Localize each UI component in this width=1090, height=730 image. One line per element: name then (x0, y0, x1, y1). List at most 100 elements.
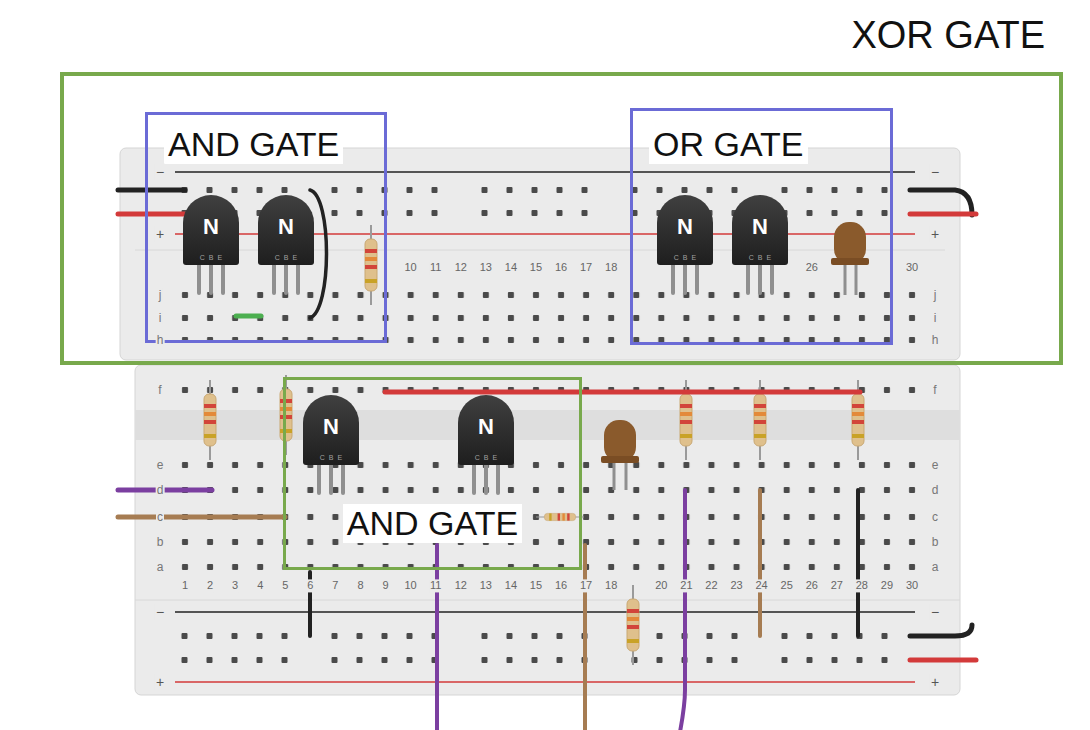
column-number: 9 (381, 579, 389, 592)
column-number: 26 (805, 579, 819, 592)
jumper-wire (758, 490, 762, 636)
breadboard-top (120, 148, 960, 360)
jumper-wire (118, 488, 212, 493)
jumper-wire (236, 314, 261, 319)
column-number: 15 (529, 579, 543, 592)
resistor-symbol (280, 375, 292, 455)
row-letter: e (156, 458, 165, 472)
transistor-legs (748, 263, 772, 293)
row-letter: a (931, 560, 940, 574)
row-letter: d (931, 483, 940, 497)
column-number: 11 (429, 579, 442, 592)
resistor-symbol (365, 225, 377, 305)
transistor-symbol: N C B E (183, 195, 239, 265)
column-number: 21 (679, 579, 693, 592)
led-symbol (831, 258, 869, 265)
rail-sign: + (155, 226, 165, 243)
rail-sign: + (930, 226, 940, 243)
column-number: 30 (905, 579, 919, 592)
row-letter: i (158, 311, 163, 325)
row-letter: b (156, 535, 165, 549)
breadboard-bottom (135, 600, 960, 601)
column-number: 12 (454, 261, 468, 274)
transistor-type: N (303, 415, 359, 439)
breadboard-bottom (135, 365, 960, 695)
transistor-type: N (732, 215, 788, 239)
led-symbol (601, 456, 639, 463)
transistor-legs (474, 463, 498, 493)
gate-group-box: AND GATENC B ENC B E (145, 112, 387, 343)
column-number: 7 (331, 579, 339, 592)
column-number: 23 (729, 579, 743, 592)
row-letter: i (933, 311, 938, 325)
resistor-symbol (204, 225, 864, 665)
column-number: 6 (306, 579, 314, 592)
jumper-wire (910, 212, 976, 217)
breadboard-top (135, 250, 945, 251)
column-number: 27 (830, 579, 844, 592)
transistor-symbol: NC B E (258, 195, 314, 265)
led-symbol (855, 262, 858, 295)
led-symbol (613, 460, 616, 490)
jumper-wire (583, 545, 587, 730)
gate-title: AND GATE (164, 125, 343, 164)
transistor-legs (319, 463, 343, 493)
jumper-wire (910, 190, 972, 215)
row-letter: c (156, 510, 164, 524)
column-number: 26 (805, 261, 819, 274)
jumper-wire (435, 545, 439, 730)
rail-sign: + (930, 674, 940, 691)
jumper-wire (118, 212, 185, 217)
transistor-symbol: N C B E (458, 395, 514, 465)
column-number: 29 (880, 579, 894, 592)
pin-names: C B E (303, 454, 359, 462)
led-symbol (844, 262, 847, 295)
jumper-wire (680, 490, 685, 730)
led-symbol (834, 222, 866, 264)
row-letter: c (931, 510, 939, 524)
gate-title: AND GATE (343, 504, 522, 543)
row-letter: b (931, 535, 940, 549)
column-number: 13 (479, 579, 493, 592)
jumper-wire (910, 625, 972, 636)
column-number: 14 (504, 579, 518, 592)
breadboard-bottom (175, 681, 915, 683)
transistor-type: N (657, 215, 713, 239)
pin-names: C B E (258, 254, 314, 262)
resistor-symbol (204, 380, 216, 460)
column-number: 24 (754, 579, 768, 592)
row-letter: j (933, 288, 938, 302)
breadboard-top (120, 148, 960, 360)
column-number: 12 (454, 579, 468, 592)
resistor-symbol (536, 513, 584, 520)
rail-sign: − (155, 164, 165, 181)
pin-names: C B E (183, 254, 239, 262)
column-number: 16 (554, 261, 568, 274)
transistor-legs (274, 263, 298, 293)
jumper-wire (118, 515, 285, 520)
jumper-wire (118, 190, 976, 730)
gate-group-box: OR GATENC B ENC B E (630, 108, 893, 345)
led-symbol (604, 420, 636, 462)
column-number: 14 (504, 261, 518, 274)
row-letter: f (932, 383, 937, 397)
row-letter: h (931, 333, 940, 347)
column-number: 22 (704, 579, 718, 592)
column-number: 8 (356, 579, 364, 592)
column-number: 15 (529, 261, 543, 274)
gate-group-box: AND GATE N C B E N C B E (283, 377, 582, 570)
breadboard-bottom (135, 365, 960, 695)
pin-names: C B E (458, 454, 514, 462)
column-number: 10 (404, 261, 418, 274)
transistor-symbol: N C B E (732, 195, 788, 265)
column-number: 30 (905, 261, 919, 274)
transistor-type: N (183, 215, 239, 239)
transistor-type: N (458, 415, 514, 439)
breadboard-top (175, 171, 915, 173)
column-number: 2 (206, 579, 214, 592)
transistor-legs (199, 263, 223, 293)
pin-names: C B E (732, 254, 788, 262)
column-number: 20 (654, 579, 668, 592)
breadboard-top (172, 186, 922, 194)
row-letter: f (157, 383, 162, 397)
